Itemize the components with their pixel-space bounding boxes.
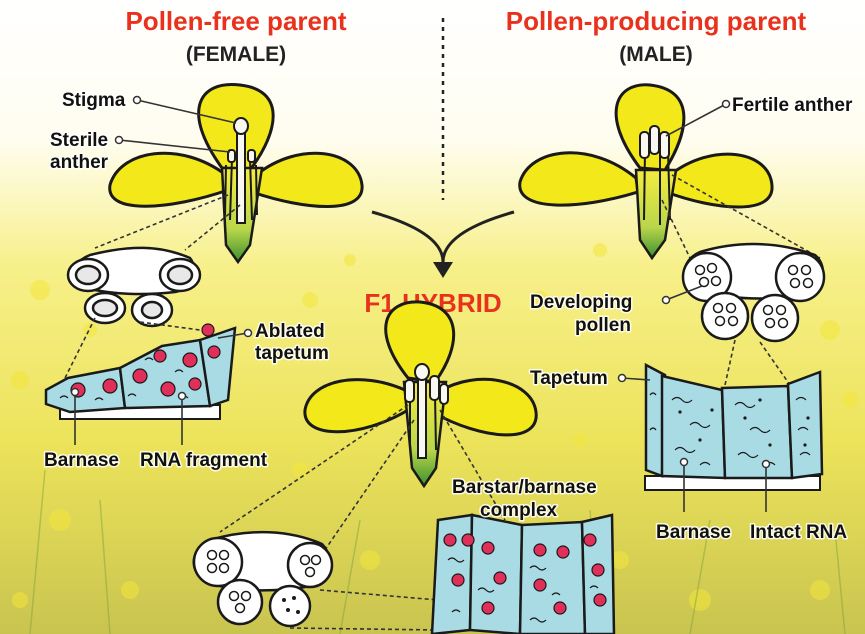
label-developing-line1: Developing	[530, 292, 632, 313]
label-ablated-line2: tapetum	[255, 343, 329, 364]
female-subtitle: (FEMALE)	[186, 43, 286, 66]
label-stigma: Stigma	[62, 90, 126, 111]
label-barstar-line1: Barstar/barnase	[452, 477, 597, 498]
hybrid-tapetum-cells	[432, 515, 614, 634]
label-developing-line2: pollen	[575, 315, 631, 336]
label-barnase-male: Barnase	[656, 522, 731, 543]
label-tapetum: Tapetum	[530, 368, 608, 389]
label-fertile-anther: Fertile anther	[732, 95, 853, 116]
label-barstar-line2: complex	[480, 500, 558, 521]
label-barnase-female: Barnase	[44, 450, 119, 471]
label-sterile-anther-line2: anther	[50, 152, 109, 173]
label-ablated-line1: Ablated	[255, 321, 325, 342]
label-intact-rna: Intact RNA	[750, 522, 847, 543]
male-title: Pollen-producing parent	[506, 6, 807, 36]
label-sterile-anther-line1: Sterile	[50, 130, 108, 151]
male-subtitle: (MALE)	[619, 43, 692, 66]
female-title: Pollen-free parent	[125, 6, 346, 36]
label-rna-fragment: RNA fragment	[140, 450, 268, 471]
